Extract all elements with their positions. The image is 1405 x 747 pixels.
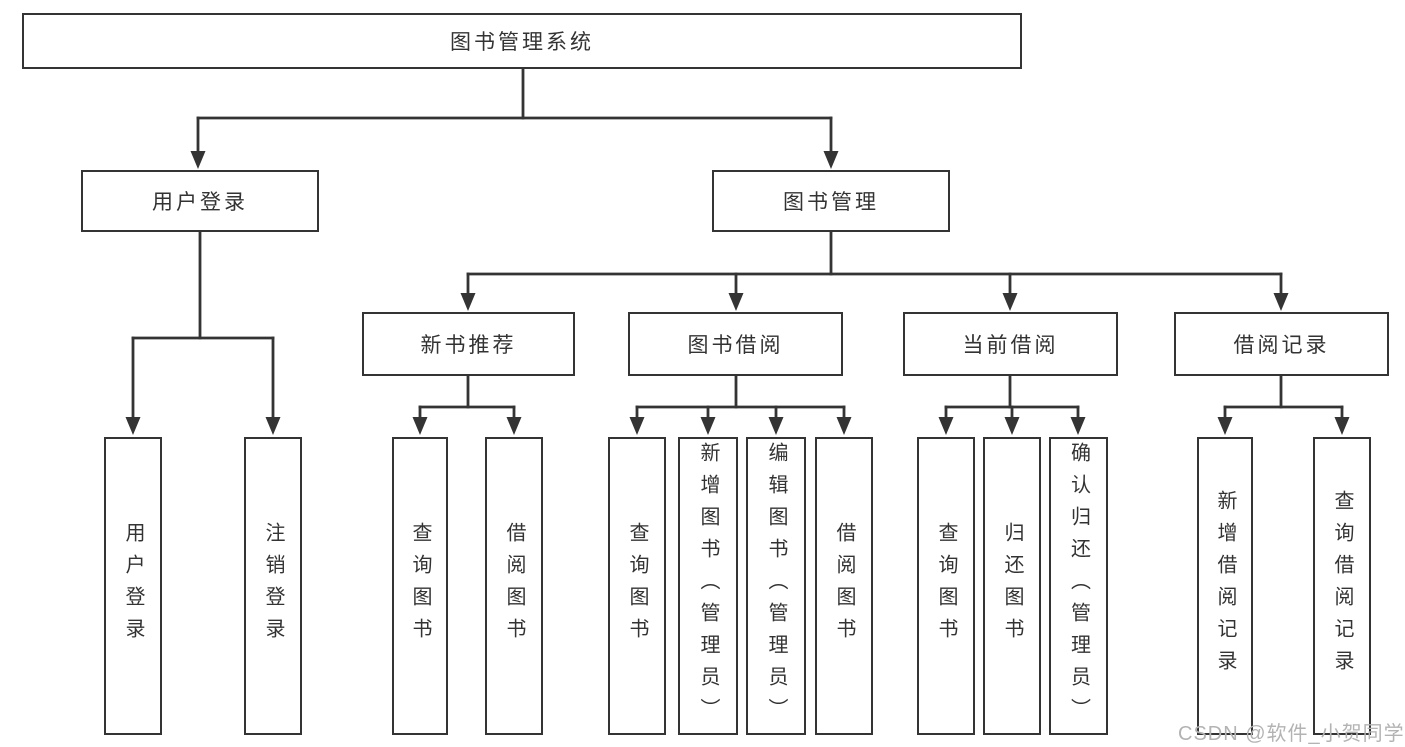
leaf-logout-label: 注销登录 (262, 522, 284, 650)
node-new-book-recommend-label: 新书推荐 (420, 334, 517, 357)
leaf-query-books-recommend: 查询图书 (392, 437, 448, 735)
leaf-edit-books-admin-label: 编辑图书（管理员） (765, 442, 787, 730)
leaf-add-borrow-record-label: 新增借阅记录 (1214, 490, 1236, 682)
leaf-borrow-books-borrowing-label: 借阅图书 (833, 522, 855, 650)
leaf-return-books: 归还图书 (983, 437, 1041, 735)
leaf-confirm-return-admin: 确认归还（管理员） (1049, 437, 1108, 735)
leaf-edit-books-admin: 编辑图书（管理员） (746, 437, 806, 735)
node-book-management: 图书管理 (712, 170, 950, 232)
leaf-add-borrow-record: 新增借阅记录 (1197, 437, 1253, 735)
leaf-add-books-admin-label: 新增图书（管理员） (697, 442, 719, 730)
node-current-borrowing: 当前借阅 (903, 312, 1118, 376)
leaf-add-books-admin: 新增图书（管理员） (678, 437, 738, 735)
node-root: 图书管理系统 (22, 13, 1022, 69)
leaf-confirm-return-admin-label: 确认归还（管理员） (1067, 442, 1090, 730)
leaf-borrow-books-recommend: 借阅图书 (485, 437, 543, 735)
node-borrowing-records-label: 借阅记录 (1233, 334, 1330, 357)
leaf-query-books-borrowing: 查询图书 (608, 437, 666, 735)
leaf-query-books-current-label: 查询图书 (935, 522, 957, 650)
leaf-query-books-borrowing-label: 查询图书 (626, 522, 648, 650)
leaf-user-login: 用户登录 (104, 437, 162, 735)
leaf-query-borrow-record-label: 查询借阅记录 (1331, 490, 1353, 682)
node-new-book-recommend: 新书推荐 (362, 312, 575, 376)
leaf-user-login-label: 用户登录 (122, 522, 144, 650)
node-root-label: 图书管理系统 (450, 31, 594, 54)
leaf-borrow-books-recommend-label: 借阅图书 (503, 522, 525, 650)
node-book-borrowing-label: 图书借阅 (687, 334, 784, 357)
node-book-borrowing: 图书借阅 (628, 312, 843, 376)
node-user-login: 用户登录 (81, 170, 319, 232)
node-user-login-label: 用户登录 (152, 191, 248, 214)
leaf-borrow-books-borrowing: 借阅图书 (815, 437, 873, 735)
node-borrowing-records: 借阅记录 (1174, 312, 1389, 376)
leaf-logout: 注销登录 (244, 437, 302, 735)
leaf-return-books-label: 归还图书 (1001, 522, 1023, 650)
node-current-borrowing-label: 当前借阅 (962, 334, 1059, 357)
node-book-management-label: 图书管理 (783, 191, 879, 214)
watermark: CSDN @软件_小贺同学 (1178, 723, 1405, 745)
leaf-query-borrow-record: 查询借阅记录 (1313, 437, 1371, 735)
leaf-query-books-current: 查询图书 (917, 437, 975, 735)
leaf-query-books-recommend-label: 查询图书 (409, 522, 431, 650)
